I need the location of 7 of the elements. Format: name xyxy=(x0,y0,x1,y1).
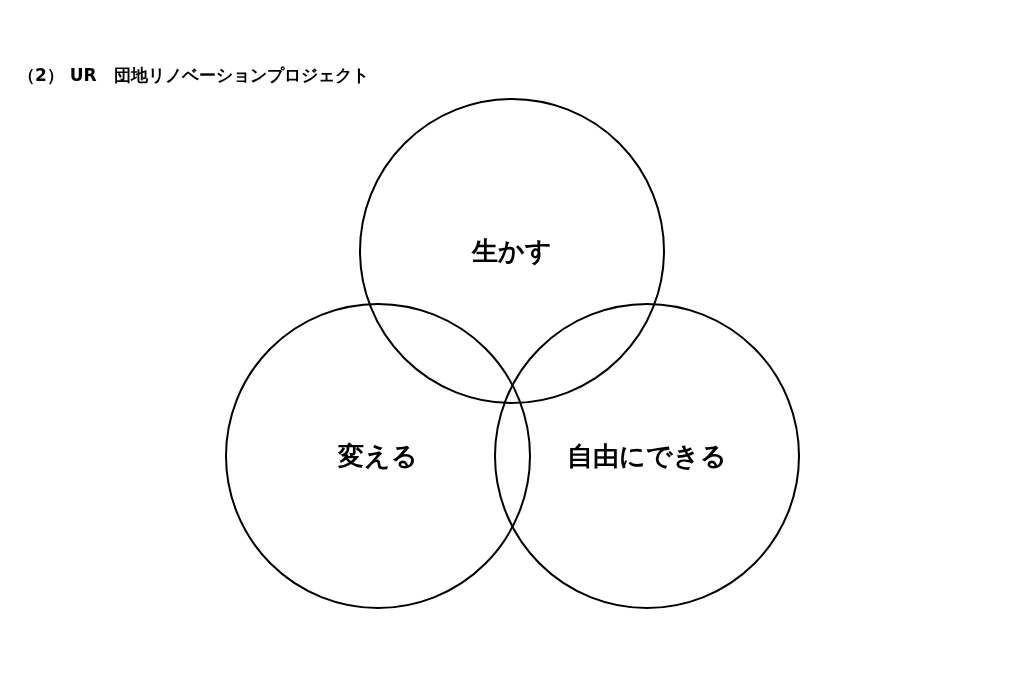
venn-circle xyxy=(494,303,800,609)
venn-circle xyxy=(225,303,531,609)
circle-label: 生かす xyxy=(470,235,553,268)
circle-label: 変える xyxy=(337,440,419,473)
venn-circle xyxy=(359,98,665,404)
circle-label: 自由にできる xyxy=(566,440,728,473)
title: （2） UR 団地リノベーションプロジェクト xyxy=(18,64,369,87)
